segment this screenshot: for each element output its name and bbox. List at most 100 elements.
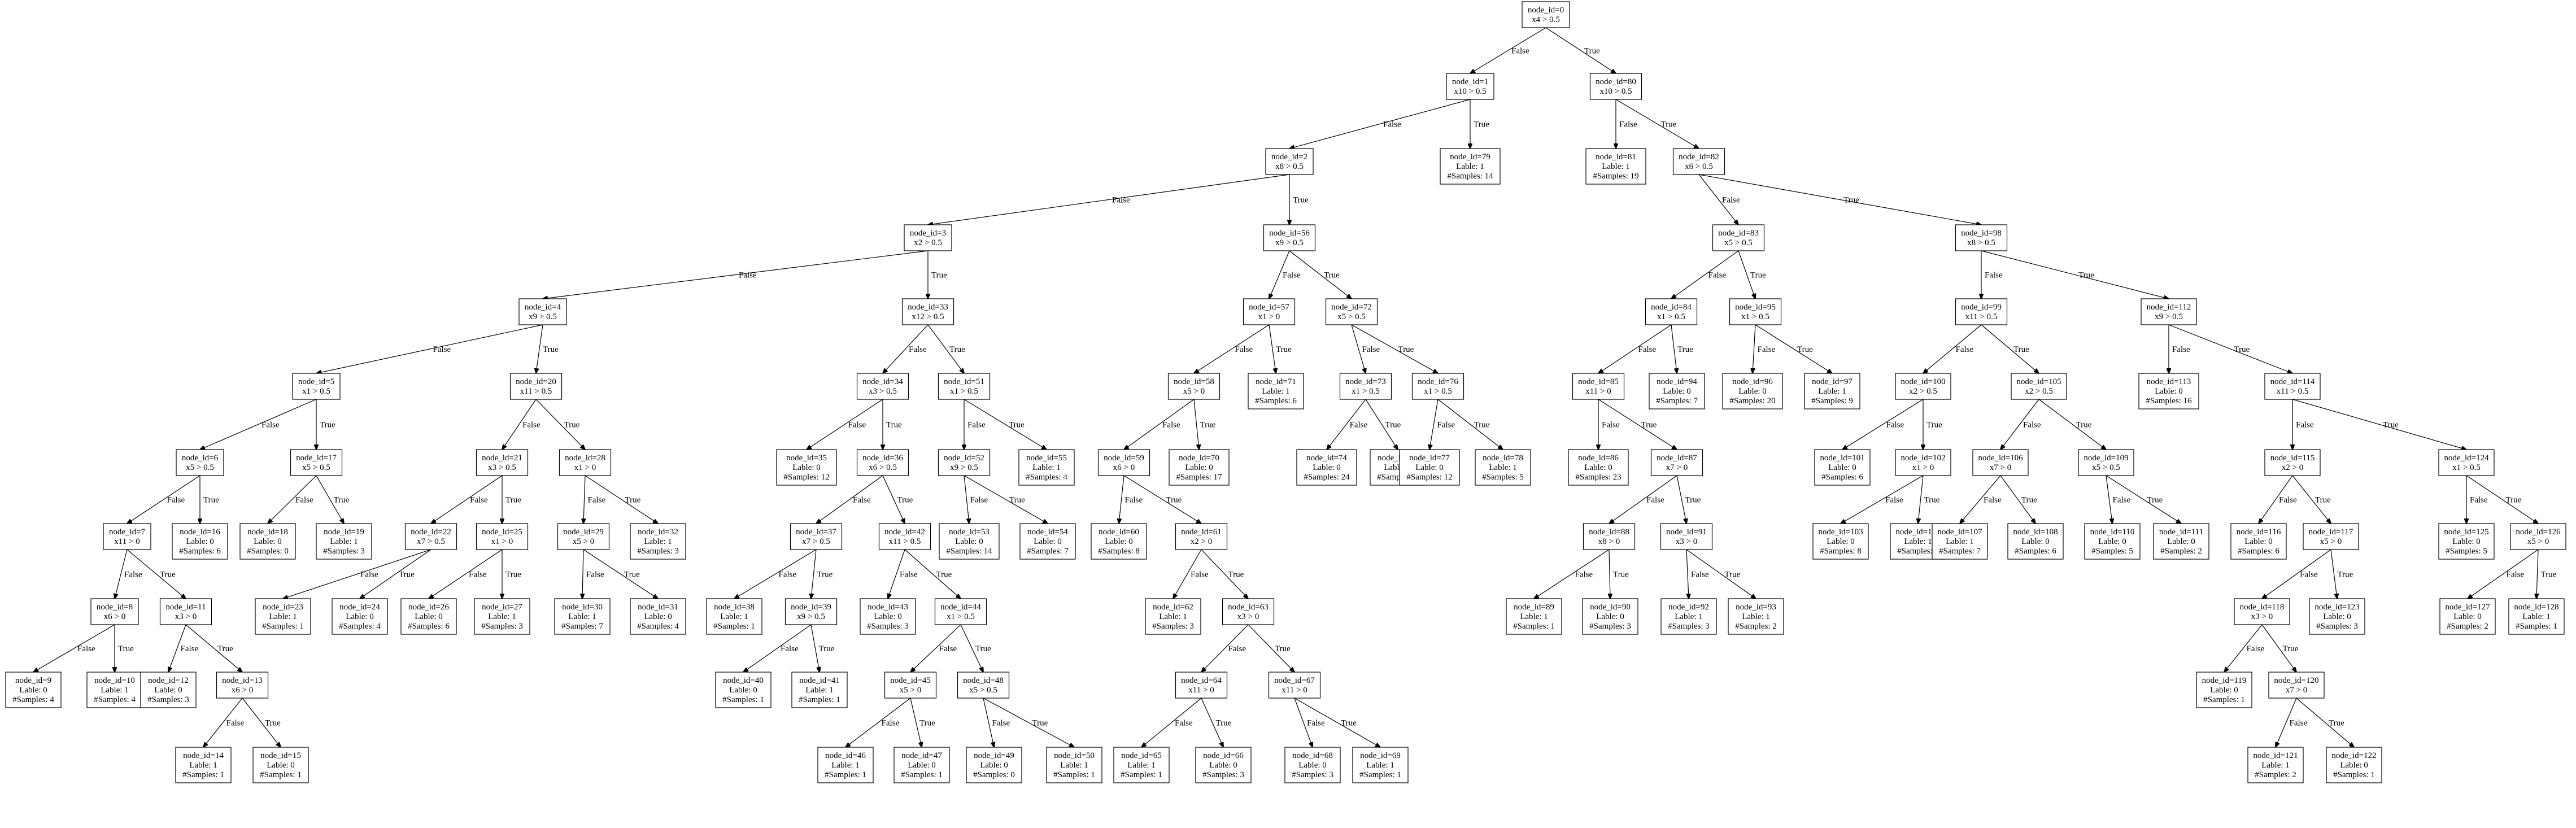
- node-box: [1399, 449, 1460, 486]
- node-id-label: node_id=108: [2013, 528, 2058, 537]
- node-id-label: node_id=68: [1292, 751, 1333, 760]
- node-label-value: Lable: 0: [1415, 463, 1444, 472]
- node-id-label: node_id=62: [1153, 603, 1193, 612]
- node-box: [1572, 373, 1625, 400]
- edge-line: [2330, 549, 2337, 599]
- split-condition: x6 > 0: [232, 686, 253, 695]
- node-id-label: node_id=93: [1736, 603, 1776, 612]
- node-box: [292, 373, 341, 400]
- node-label-value: Lable: 1: [488, 612, 516, 621]
- node-label-value: Lable: 0: [908, 761, 936, 770]
- node-sample-count: #Samples: 16: [2146, 396, 2192, 406]
- node-id-label: node_id=111: [2159, 528, 2203, 537]
- tree-edge-7-11: True: [127, 549, 186, 599]
- tree-edge-21-25: True: [502, 476, 521, 524]
- node-sample-count: #Samples: 1: [262, 622, 304, 631]
- edge-label: True: [1009, 496, 1025, 505]
- node-box: [1263, 224, 1316, 251]
- node-sample-count: #Samples: 3: [1152, 622, 1194, 631]
- node-sample-count: #Samples: 6: [408, 622, 450, 631]
- edge-line: [1671, 250, 1739, 299]
- split-condition: x11 > 0.5: [889, 537, 921, 546]
- node-sample-count: #Samples: 1: [825, 770, 866, 779]
- node-id-label: node_id=29: [563, 528, 604, 537]
- edge-label: False: [1125, 496, 1143, 505]
- node-id-label: node_id=54: [1027, 528, 1068, 537]
- node-box: [1145, 598, 1201, 635]
- node-box: [1728, 598, 1784, 635]
- edge-line: [1269, 324, 1276, 373]
- node-id-label: node_id=26: [408, 603, 449, 612]
- edge-label: True: [1166, 496, 1182, 505]
- node-box: [1169, 449, 1230, 486]
- tree-node-8: node_id=8x6 > 0: [90, 598, 139, 625]
- edge-label: False: [522, 421, 541, 430]
- node-id-label: node_id=55: [1026, 454, 1067, 463]
- edge-label: False: [433, 345, 451, 354]
- node-id-label: node_id=115: [2270, 454, 2315, 463]
- tree-edge-52-53: False: [964, 475, 988, 524]
- tree-edge-34-35: False: [807, 399, 883, 450]
- node-label-value: Lable: 1: [2261, 761, 2290, 770]
- split-condition: x9 > 0.5: [2155, 312, 2183, 321]
- split-condition: x7 > 0.5: [802, 537, 830, 546]
- node-id-label: node_id=88: [1589, 528, 1629, 537]
- node-box: [1568, 449, 1629, 486]
- node-label-value: Lable: 0: [1105, 537, 1133, 546]
- node-box: [856, 449, 909, 476]
- node-box: [5, 672, 62, 708]
- node-id-label: node_id=37: [796, 528, 836, 537]
- edge-label: False: [1228, 644, 1246, 653]
- tree-edge-4-5: False: [316, 324, 543, 373]
- node-box: [2011, 373, 2067, 400]
- edge-line: [582, 549, 583, 599]
- edge-label: False: [2113, 496, 2131, 505]
- split-condition: x5 > 0: [900, 686, 921, 695]
- node-id-label: node_id=40: [723, 676, 764, 685]
- split-condition: x11 > 0.5: [1965, 312, 1998, 321]
- node-box: [1411, 373, 1464, 400]
- edge-label: False: [1437, 421, 1455, 430]
- edge-label: True: [1685, 496, 1701, 505]
- node-sample-count: #Samples: 1: [1053, 770, 1095, 779]
- tree-edge-28-32: True: [585, 475, 658, 524]
- node-box: [1712, 224, 1765, 251]
- node-sample-count: #Samples: 1: [1513, 622, 1555, 631]
- node-sample-count: #Samples: 19: [1593, 172, 1638, 181]
- edge-line: [127, 549, 186, 599]
- edge-label: True: [1200, 421, 1216, 430]
- node-sample-count: #Samples: 1: [799, 695, 840, 704]
- node-sample-count: #Samples: 6: [179, 547, 221, 556]
- edge-line: [1753, 324, 1756, 373]
- tree-edge-0-1: False: [1470, 27, 1546, 73]
- tree-edge-98-112: True: [1981, 250, 2169, 299]
- edge-line: [1842, 399, 1924, 450]
- edge-line: [1981, 324, 2039, 373]
- edge-line: [1534, 549, 1610, 599]
- node-id-label: node_id=74: [1306, 454, 1347, 463]
- node-label-value: Lable: 0: [729, 686, 757, 695]
- edge-label: False: [1383, 120, 1401, 129]
- node-sample-count: #Samples: 4: [94, 695, 136, 704]
- tree-edge-5-17: True: [316, 399, 335, 450]
- node-id-label: node_id=44: [940, 603, 981, 612]
- edge-label: False: [1956, 345, 1974, 354]
- node-id-label: node_id=106: [1978, 454, 2023, 463]
- node-id-label: node_id=24: [339, 603, 380, 612]
- edge-label: False: [1235, 345, 1253, 354]
- node-id-label: node_id=46: [825, 751, 866, 760]
- edge-line: [1141, 698, 1202, 747]
